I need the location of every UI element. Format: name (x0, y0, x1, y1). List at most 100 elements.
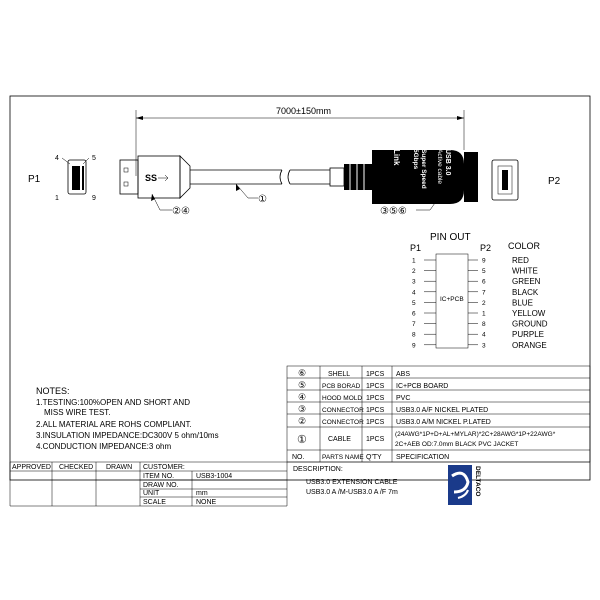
pin-color-6: YELLOW (512, 309, 546, 318)
tb-scale-label: SCALE (143, 499, 166, 506)
callout-repeater: ③⑤⑥ (380, 195, 441, 217)
tb-description-1: USB3.0 EXTENSION CABLE (306, 479, 398, 486)
bom-spec-1b: 2C+AEB OD:7.0mm BLACK PVC JACKET (395, 441, 518, 448)
pin-p1-3: 3 (412, 279, 416, 286)
bom-header-qty: Q'TY (366, 454, 382, 461)
p1-pin1: 1 (55, 195, 59, 202)
pin-p2-5: 2 (482, 300, 486, 307)
bom-no-3: ③ (298, 404, 306, 414)
bom-name-6: SHELL (328, 371, 350, 378)
pin-p1-8: 8 (412, 332, 416, 339)
callout-cable: ① (235, 183, 267, 205)
pin-p1-9: 9 (412, 342, 416, 349)
pcb-label: IC+PCB (440, 296, 464, 303)
bom-name-1: CABLE (328, 436, 351, 443)
pin-p1-4: 4 (412, 289, 416, 296)
bom-spec-4: PVC (396, 395, 410, 402)
bom-spec-3: USB3.0 A/F NICKEL PLATED (396, 407, 488, 414)
active-repeater-housing: USB 3.0 Active cable Super Speed 5Gbps L… (329, 149, 478, 204)
p1-pin4: 4 (55, 155, 59, 162)
tb-unit-label: UNIT (143, 490, 160, 497)
bom-spec-2: USB3.0 A/M NICKEL P.LATED (396, 419, 491, 426)
bom-name-4: HOOD MOLD (322, 395, 362, 402)
p1-pin5: 5 (92, 155, 96, 162)
bom-table: ⑥ SHELL 1PCS ABS ⑤ PCB BORAD 1PCS IC+PCB… (286, 365, 591, 463)
bom-qty-2: 1PCS (366, 419, 385, 426)
bom-name-2: CONNECTOR (322, 419, 364, 426)
p1-pin9: 9 (92, 195, 96, 202)
p2-label: P2 (548, 176, 561, 187)
notes-block: NOTES: 1.TESTING:100%OPEN AND SHORT AND … (36, 386, 219, 451)
pin-p2-4: 7 (482, 289, 486, 296)
tb-item-label: ITEM NO. (143, 473, 174, 480)
pin-color-7: GROUND (512, 320, 548, 329)
tb-checked: CHECKED (59, 464, 93, 471)
bom-spec-1a: (24AWG*1P+D+AL+MYLAR)*2C+28AWG*1P+22AWG* (395, 431, 556, 438)
pin-p1-1: 1 (412, 258, 416, 265)
pin-p2-1: 9 (482, 258, 486, 265)
repeater-text-active: Active cable (436, 149, 443, 184)
pin-p2-7: 8 (482, 321, 486, 328)
tb-description-label: DESCRIPTION: (293, 466, 343, 473)
p2-end-view: P2 (491, 159, 561, 201)
pin-p1-6: 6 (412, 311, 416, 318)
repeater-text-usb: USB 3.0 (444, 149, 451, 176)
dimension-label: 7000±150mm (276, 106, 331, 116)
bom-spec-6: ABS (396, 371, 410, 378)
repeater-text-link: Link (392, 149, 401, 166)
callout-repeater-label: ③⑤⑥ (380, 206, 407, 217)
p1-end-view: P1 4 5 1 9 (28, 155, 96, 202)
repeater-text-5gbps: 5Gbps (412, 149, 419, 170)
pin-color-2: WHITE (512, 267, 538, 276)
dimension-line: 7000±150mm (135, 106, 465, 176)
bom-name-5: PCB BORAD (322, 383, 361, 390)
pinout-color-header: COLOR (508, 241, 541, 251)
pcb-box (435, 253, 469, 349)
bom-qty-4: 1PCS (366, 395, 385, 402)
pin-p1-7: 7 (412, 321, 416, 328)
pin-p2-2: 5 (482, 268, 486, 275)
bom-header-name: PARTS NAME (322, 454, 364, 461)
bom-no-4: ④ (298, 392, 306, 402)
note-line-4: 3.INSULATION IMPEDANCE:DC300V 5 ohm/10ms (36, 431, 219, 440)
bom-no-5: ⑤ (298, 380, 306, 390)
pin-p2-3: 6 (482, 279, 486, 286)
pin-color-8: PURPLE (512, 330, 544, 339)
note-line-2: MISS WIRE TEST. (44, 408, 111, 417)
cable (190, 169, 330, 185)
bom-qty-1: 1PCS (366, 436, 385, 443)
bom-qty-5: 1PCS (366, 383, 385, 390)
pin-color-1: RED (512, 256, 529, 265)
pin-color-3: GREEN (512, 277, 541, 286)
tb-approved: APPROVED (12, 464, 51, 471)
tb-customer-label: CUSTOMER: (143, 464, 185, 471)
tb-drawn: DRAWN (106, 464, 132, 471)
bom-spec-5: IC+PCB BOARD (396, 383, 448, 390)
notes-title: NOTES: (36, 386, 70, 396)
usb-a-male-plug: SS (119, 155, 191, 199)
bom-no-2: ② (298, 416, 306, 426)
pin-p2-6: 1 (482, 311, 486, 318)
tb-unit-value: mm (196, 490, 208, 497)
deltaco-logo: DELTACO (448, 465, 481, 505)
ss-logo-text: SS (145, 173, 157, 183)
bom-qty-6: 1PCS (366, 371, 385, 378)
brand-text: DELTACO (474, 466, 481, 496)
callout-connector: ②④ (151, 193, 190, 217)
pinout-title: PIN OUT (430, 232, 471, 243)
tb-scale-value: NONE (196, 499, 217, 506)
note-line-3: 2.ALL MATERIAL ARE ROHS COMPLIANT. (36, 420, 192, 429)
pin-color-5: BLUE (512, 298, 533, 307)
pin-p2-9: 3 (482, 342, 486, 349)
bom-header-spec: SPECIFICATION (396, 454, 449, 461)
bom-qty-3: 1PCS (366, 407, 385, 414)
tb-item-value: USB3-1004 (196, 473, 232, 480)
note-line-5: 4.CONDUCTION IMPEDANCE:3 ohm (36, 442, 171, 451)
bom-header-no: NO. (292, 454, 305, 461)
pin-color-9: ORANGE (512, 341, 547, 350)
pin-p2-8: 4 (482, 332, 486, 339)
pinout-p1-header: P1 (410, 243, 421, 253)
bom-no-1: ① (297, 434, 307, 446)
